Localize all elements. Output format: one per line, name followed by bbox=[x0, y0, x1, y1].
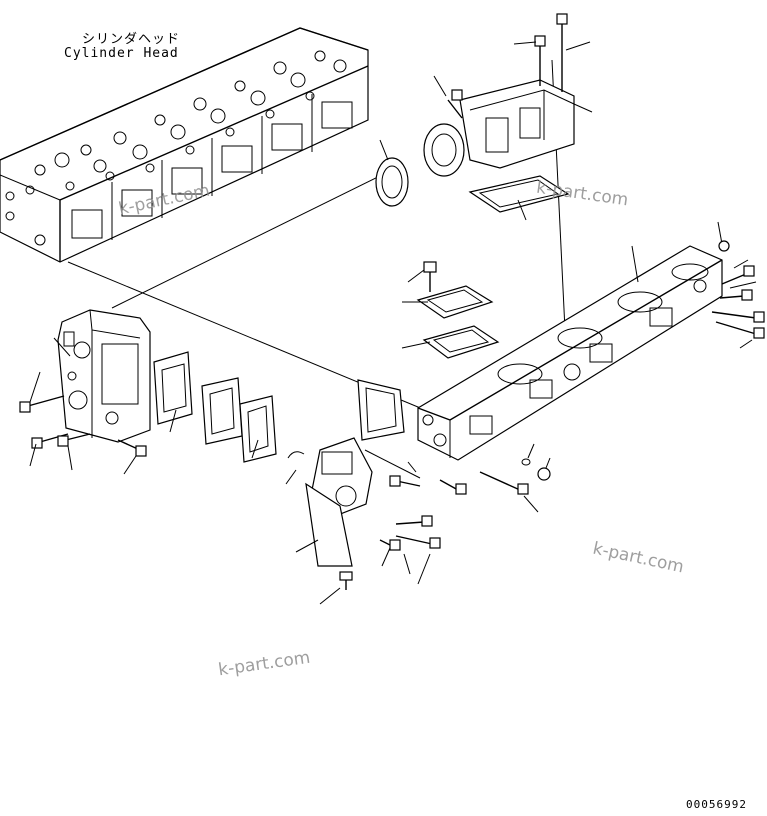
bolts-left bbox=[19, 337, 147, 475]
lower-parts-drawing bbox=[169, 409, 551, 605]
gasket-plates bbox=[153, 351, 405, 463]
cylinder-head-drawing bbox=[0, 27, 369, 263]
cylinder-head-label-jp: シリンダヘッド bbox=[82, 32, 181, 47]
top-assembly-drawing bbox=[375, 13, 593, 221]
figure-number: 00056992 bbox=[686, 798, 747, 811]
manifold-drawing bbox=[401, 221, 765, 461]
front-housing-drawing bbox=[57, 309, 151, 443]
cylinder-head-label-en: Cylinder Head bbox=[64, 46, 179, 61]
